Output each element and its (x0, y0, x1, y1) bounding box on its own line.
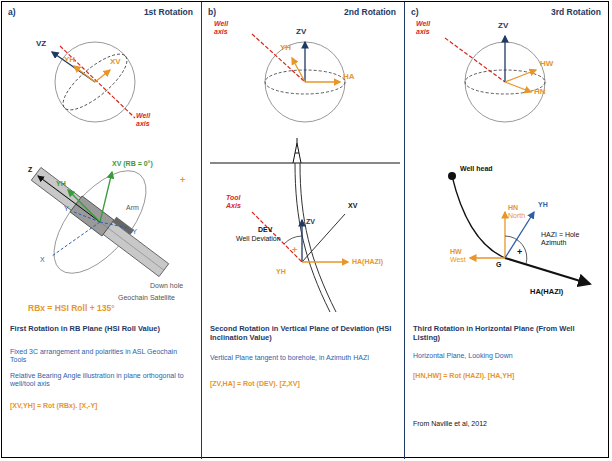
axis-label: Well head (460, 165, 493, 173)
axis-label: DEV (258, 226, 272, 234)
axis-label: ZV (498, 22, 508, 31)
section-title: Third Rotation in Horizontal Plane (From… (413, 324, 599, 342)
panel-heading: c) (411, 7, 419, 17)
sphere-a (52, 42, 135, 122)
panel-heading: 1st Rotation (144, 7, 193, 17)
axis-label: XV (110, 58, 121, 67)
axis-label: Well axis (416, 20, 442, 35)
axis-label: -Y (130, 228, 137, 236)
axis-label: HAZI = Hole Azimuth (541, 231, 585, 246)
axis-label: YH (64, 56, 75, 65)
panel-text: [ZV,HA] = Rot (DEV). [Z,XV] (210, 380, 396, 388)
axis-label: + (292, 246, 297, 256)
axis-label: X (40, 256, 45, 264)
axis-label: Y (64, 205, 69, 213)
panel-text: Relative Bearing Angle illustration in p… (10, 372, 194, 389)
axis-label: Z (28, 166, 32, 174)
panel-text: From Naville et al, 2012 (413, 420, 599, 428)
axis-label: YH (538, 201, 548, 209)
axis-label: HA(HAZI) (352, 258, 383, 266)
axis-label: Tool Axis (226, 194, 252, 209)
panel-text: [HN,HW] = Rot (HAZI). [HA,YH] (413, 372, 599, 380)
panel-text: Fixed 3C arrangement and polarities in A… (10, 348, 194, 365)
rotation-panel: a) 1st RotationFirst Rotation in RB Plane… (2, 2, 202, 459)
panel-heading: a) (8, 7, 16, 17)
panel-heading: b) (208, 7, 216, 17)
rotation-panel: c) 3rd RotationThird Rotation in Horizont… (405, 2, 609, 459)
panel-text: [XV,YH] = Rot (RBx). [X,-Y] (10, 402, 194, 410)
axis-label: XV (RB = 0°) (112, 160, 153, 168)
axis-label: Arm (126, 204, 139, 212)
axis-label: Well axis (136, 112, 164, 127)
axis-label: ZV (306, 218, 315, 226)
sphere-b (252, 34, 345, 122)
axis-label: Well Deviation (236, 235, 281, 243)
axis-label: RBx = HSI Roll + 135° (28, 304, 115, 313)
axis-label: YH (276, 268, 286, 276)
axis-label: HA(HAZI) (530, 288, 563, 296)
axis-label: ZV (296, 28, 306, 37)
panel-heading: 3rd Rotation (551, 7, 601, 17)
rotation-panel: b) 2nd RotationSecond Rotation in Vertica… (202, 2, 405, 459)
geochain-tool (30, 155, 172, 289)
deviation-plane (210, 138, 400, 312)
axis-label: YH (280, 44, 291, 53)
panel-text: Horizontal Plane, Looking Down (413, 352, 599, 360)
section-title: Second Rotation in Vertical Plane of Dev… (210, 324, 396, 342)
axis-label: XV (348, 202, 357, 210)
axis-label: West (450, 256, 466, 264)
axis-label: Geochain Satellite (118, 294, 175, 302)
axis-label: + (517, 248, 522, 258)
axis-label: HN (534, 88, 546, 97)
axis-label: VZ (36, 40, 46, 49)
axis-label: G (496, 261, 501, 269)
panel-heading: 2nd Rotation (344, 7, 396, 17)
axis-label: North (508, 212, 525, 220)
section-title: First Rotation in RB Plane (HSI Roll Val… (10, 324, 194, 333)
axis-label: HW (450, 248, 462, 256)
axis-label: + (180, 176, 185, 186)
axis-label: Well axis (214, 20, 240, 35)
horizontal-plane (448, 172, 590, 284)
axis-label: HW (540, 60, 553, 69)
sphere-c (445, 36, 545, 122)
axis-label: HN (508, 204, 518, 212)
axis-label: YH (56, 180, 66, 188)
axis-label: Down hole (150, 282, 183, 290)
panel-text: Vertical Plane tangent to borehole, in A… (210, 354, 396, 362)
axis-label: HA (343, 73, 355, 82)
